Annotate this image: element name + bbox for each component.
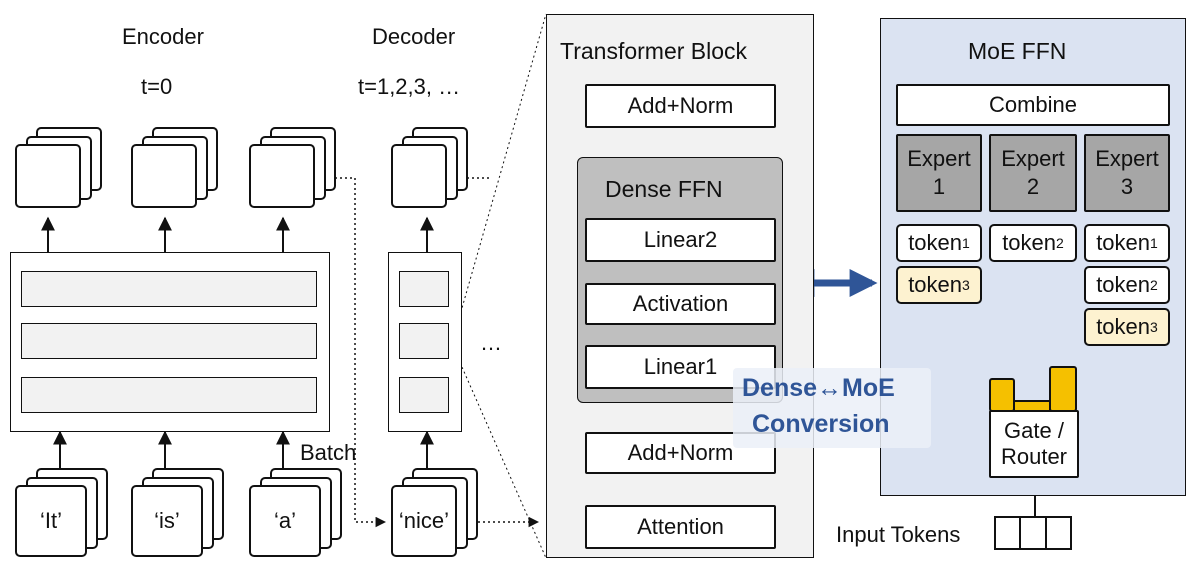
expert-label: Expert — [1095, 146, 1159, 171]
encoder-layer-2 — [21, 323, 317, 359]
encoder-layer-1 — [21, 271, 317, 307]
decoder-layer-3 — [399, 377, 449, 413]
linear2-box: Linear2 — [585, 218, 776, 262]
conversion-label-bg — [733, 368, 931, 448]
expert-label: Expert — [1001, 146, 1065, 171]
expert-label: Expert — [907, 146, 971, 171]
gate-router-box: Gate / Router — [989, 410, 1079, 478]
encoder-layer-3 — [21, 377, 317, 413]
expert-1: Expert 1 — [896, 134, 982, 212]
gate-router-line1: Gate / — [1004, 418, 1064, 443]
input-tokens-grid — [994, 516, 1072, 550]
activation-box: Activation — [585, 283, 776, 325]
input-tokens-label: Input Tokens — [836, 522, 961, 547]
encoder-input-label: ‘It’ — [15, 485, 87, 557]
add-norm-top: Add+Norm — [585, 84, 776, 128]
encoder-title: Encoder — [122, 24, 204, 49]
encoder-timestep: t=0 — [141, 74, 173, 99]
expert-number: 2 — [1026, 174, 1040, 199]
conversion-label-line1: Dense↔MoE — [742, 374, 895, 402]
decoder-block — [388, 252, 462, 432]
expert-3: Expert 3 — [1084, 134, 1170, 212]
encoder-input-label: ‘is’ — [131, 485, 203, 557]
decoder-layer-2 — [399, 323, 449, 359]
combine-box: Combine — [896, 84, 1170, 126]
decoder-title: Decoder — [372, 24, 456, 49]
decoder-ellipsis: … — [480, 330, 502, 355]
moe-ffn-title: MoE FFN — [968, 38, 1067, 64]
decoder-layer-1 — [399, 271, 449, 307]
decoder-timestep: t=1,2,3, … — [358, 74, 461, 99]
attention-box: Attention — [585, 505, 776, 549]
batch-label: Batch — [300, 440, 357, 465]
expert-2: Expert 2 — [989, 134, 1077, 212]
encoder-input-label: ‘a’ — [249, 485, 321, 557]
encoder-block — [10, 252, 330, 432]
expert-number: 1 — [932, 174, 946, 199]
conversion-label-line2: Conversion — [752, 410, 890, 438]
decoder-input-label: ‘nice’ — [391, 485, 457, 557]
expert-number: 3 — [1120, 174, 1134, 199]
dense-ffn-title: Dense FFN — [605, 176, 723, 202]
transformer-block-title: Transformer Block — [560, 38, 748, 64]
gate-router-line2: Router — [1000, 444, 1068, 469]
